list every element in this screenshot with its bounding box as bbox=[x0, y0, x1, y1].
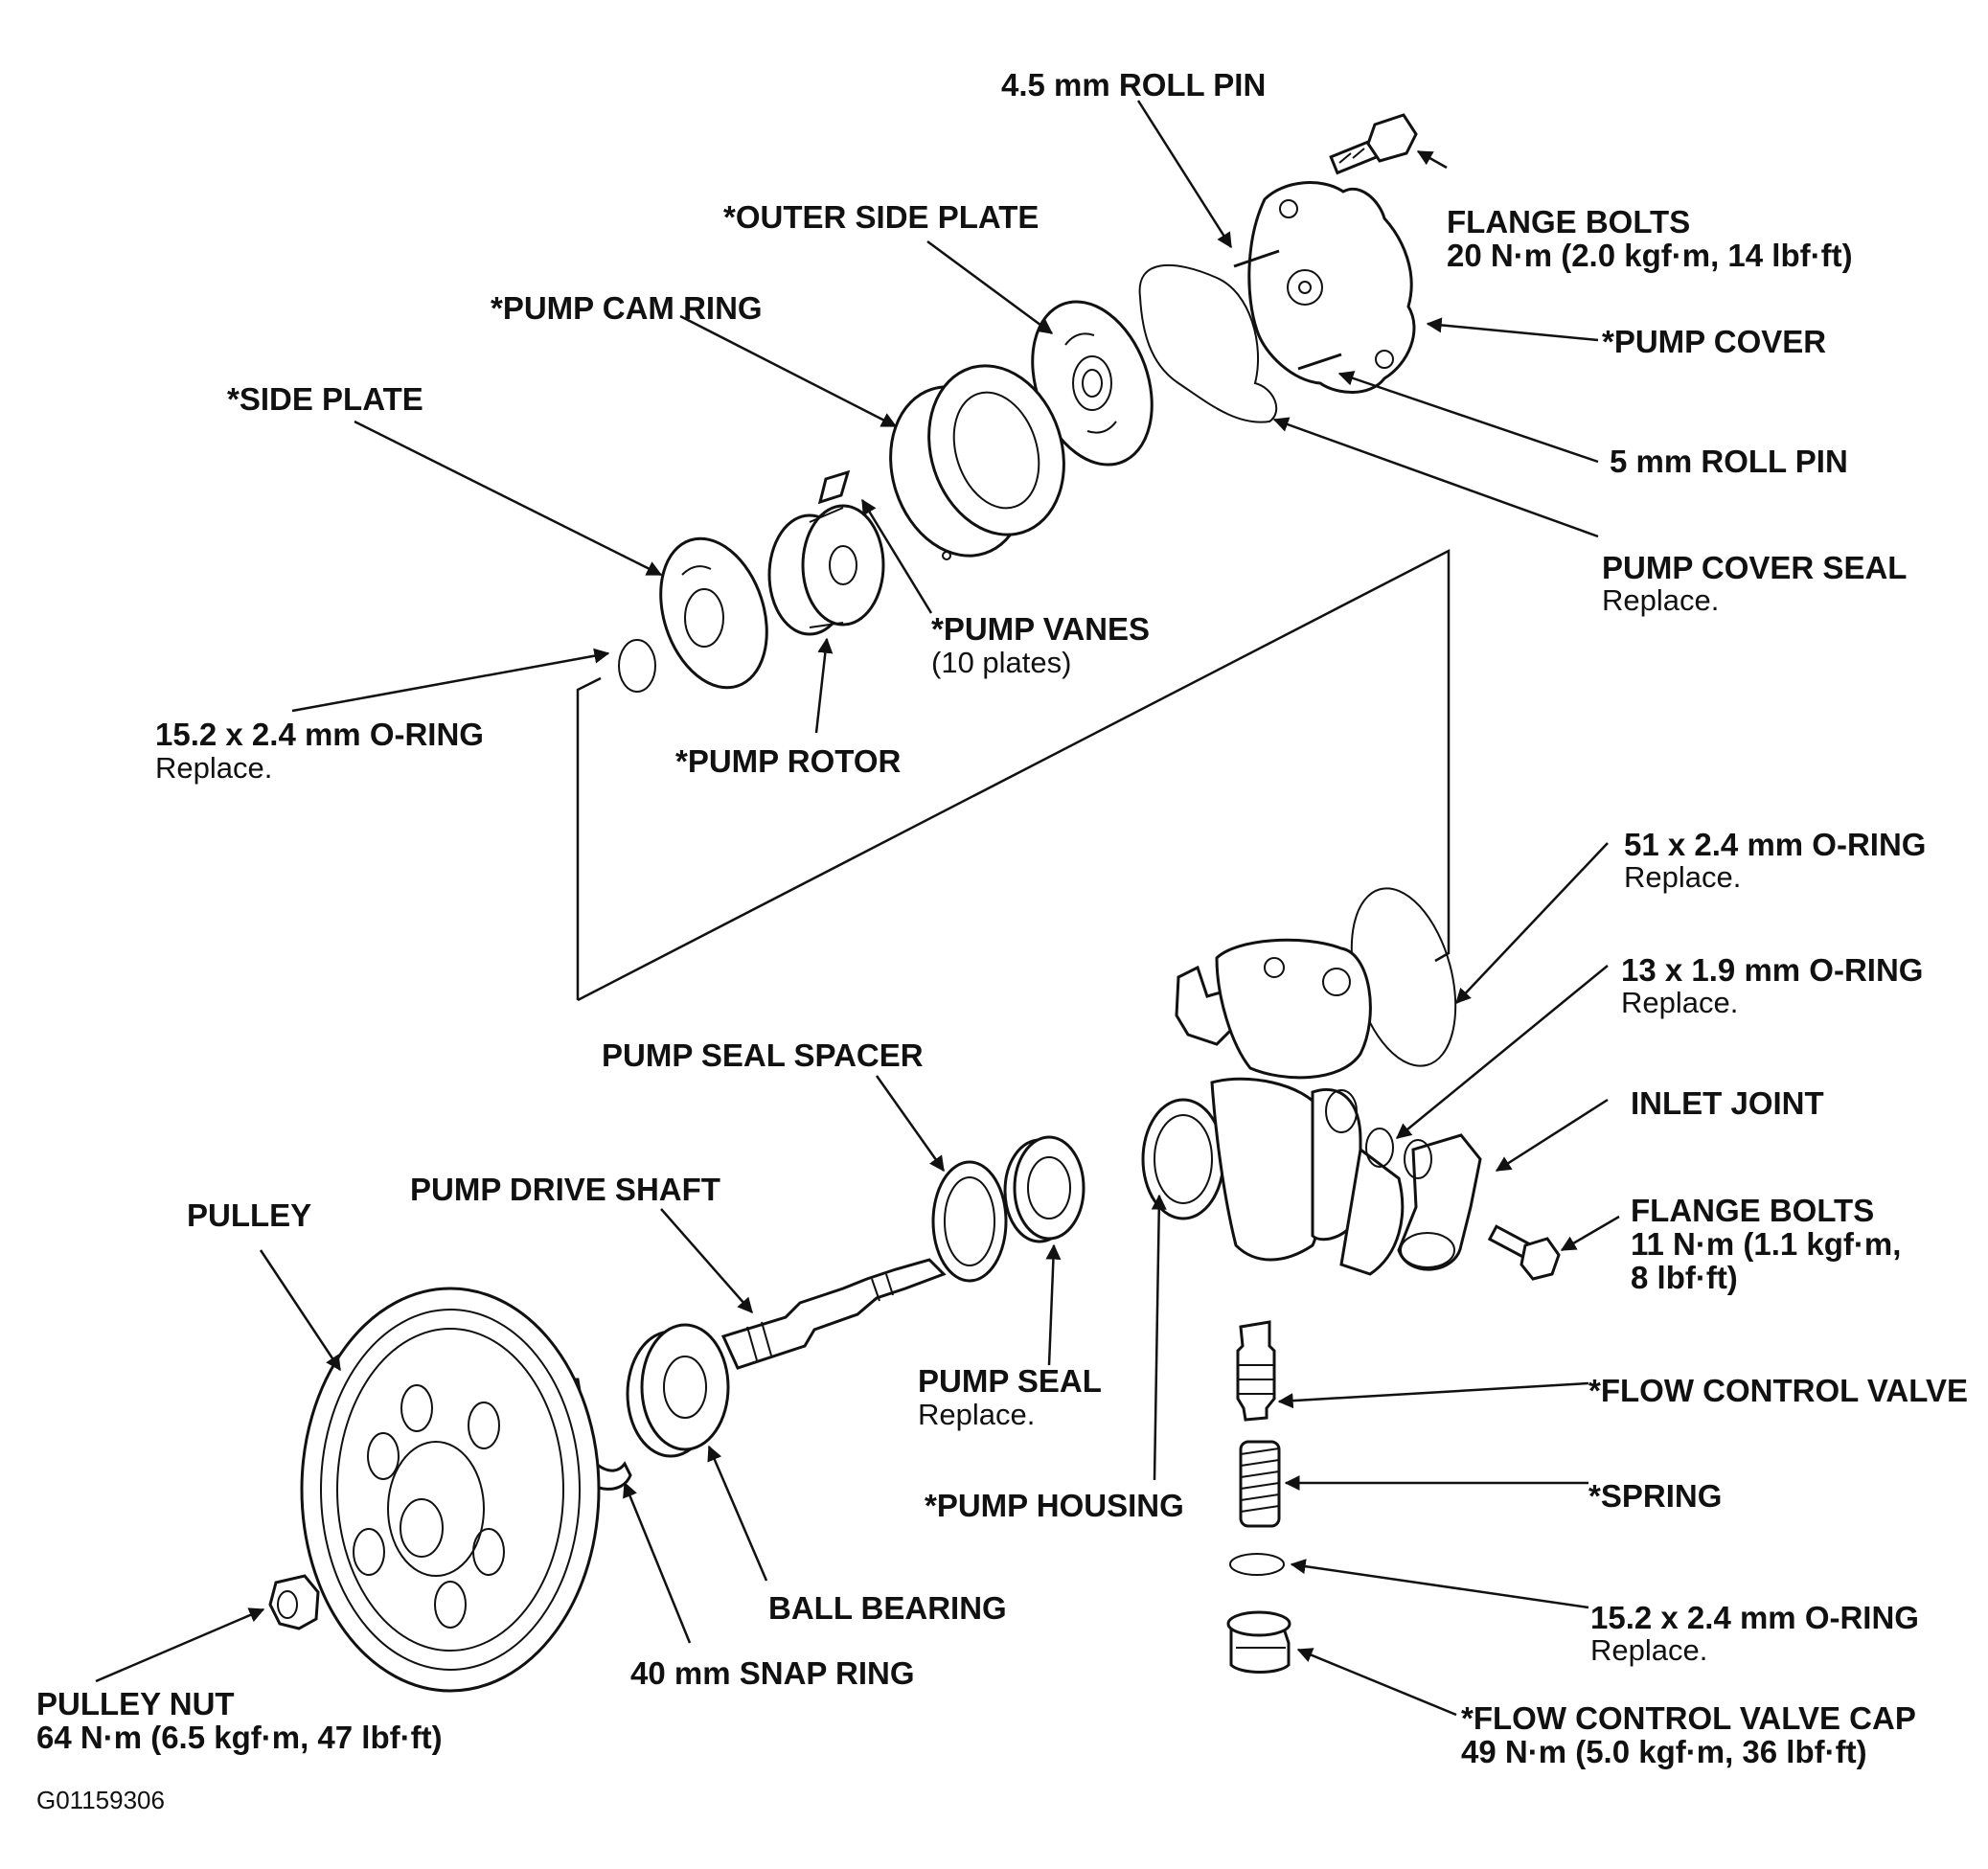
label-pump-rotor: *PUMP ROTOR bbox=[675, 743, 901, 779]
label-pump-seal: PUMP SEAL bbox=[918, 1363, 1102, 1399]
label-oring-51: 51 x 2.4 mm O-RING bbox=[1624, 827, 1926, 862]
label-pump-vanes: *PUMP VANES bbox=[931, 611, 1150, 647]
label-pump-seal-note: Replace. bbox=[918, 1398, 1035, 1431]
callout-labels: 4.5 mm ROLL PIN FLANGE BOLTS 20 N·m (2.0… bbox=[36, 67, 1968, 1814]
label-pump-cover-seal: PUMP COVER SEAL bbox=[1602, 550, 1907, 585]
label-oring-15-2-bottom-note: Replace. bbox=[1590, 1633, 1707, 1667]
side-plate bbox=[659, 536, 768, 690]
oring-152-bottom bbox=[1229, 1553, 1285, 1576]
label-pump-cam-ring: *PUMP CAM RING bbox=[491, 290, 763, 326]
label-pump-drive-shaft: PUMP DRIVE SHAFT bbox=[410, 1172, 720, 1207]
oring-13 bbox=[1365, 1128, 1394, 1168]
label-inlet-joint: INLET JOINT bbox=[1631, 1085, 1824, 1121]
pump-cover bbox=[1233, 181, 1416, 394]
label-flange-bolts-right-torque-1: 11 N·m (1.1 kgf·m, bbox=[1631, 1226, 1901, 1262]
label-pulley: PULLEY bbox=[187, 1197, 311, 1233]
figure-code: G01159306 bbox=[36, 1786, 165, 1814]
label-flange-bolts-right-torque-2: 8 lbf·ft) bbox=[1631, 1260, 1738, 1295]
label-flange-bolts-top: FLANGE BOLTS bbox=[1447, 204, 1690, 239]
leader-lines bbox=[95, 100, 1620, 1717]
label-oring-15-2-bottom: 15.2 x 2.4 mm O-RING bbox=[1590, 1600, 1919, 1635]
flange-bolt-right bbox=[1487, 1224, 1561, 1281]
label-flange-bolts-right: FLANGE BOLTS bbox=[1631, 1193, 1874, 1228]
pump-housing bbox=[1141, 938, 1405, 1276]
spring bbox=[1239, 1440, 1281, 1528]
pump-vanes bbox=[817, 469, 851, 505]
label-flange-bolts-top-torque: 20 N·m (2.0 kgf·m, 14 lbf·ft) bbox=[1447, 238, 1853, 273]
pump-seal bbox=[1003, 1135, 1085, 1243]
label-oring-13-note: Replace. bbox=[1621, 986, 1738, 1019]
label-snap-ring: 40 mm SNAP RING bbox=[630, 1655, 914, 1691]
flow-control-valve-cap bbox=[1226, 1610, 1291, 1674]
label-flow-control-valve: *FLOW CONTROL VALVE bbox=[1588, 1373, 1968, 1408]
label-oring-13: 13 x 1.9 mm O-RING bbox=[1621, 952, 1923, 988]
label-pump-cover-seal-note: Replace. bbox=[1602, 583, 1719, 617]
label-pump-vanes-note: (10 plates) bbox=[931, 646, 1071, 679]
label-pump-cover: *PUMP COVER bbox=[1602, 324, 1826, 359]
pulley bbox=[300, 1287, 601, 1693]
label-oring-15-2-top-note: Replace. bbox=[155, 751, 272, 785]
label-oring-51-note: Replace. bbox=[1624, 860, 1741, 894]
flange-bolt-top bbox=[1329, 113, 1418, 175]
ball-bearing bbox=[626, 1323, 730, 1458]
label-side-plate: *SIDE PLATE bbox=[227, 381, 423, 417]
pulley-nut bbox=[268, 1574, 320, 1630]
label-outer-side-plate: *OUTER SIDE PLATE bbox=[723, 199, 1039, 235]
label-pump-seal-spacer: PUMP SEAL SPACER bbox=[602, 1037, 924, 1073]
label-flow-control-valve-cap-torque: 49 N·m (5.0 kgf·m, 36 lbf·ft) bbox=[1461, 1734, 1867, 1769]
label-pump-housing: *PUMP HOUSING bbox=[925, 1488, 1184, 1523]
label-spring: *SPRING bbox=[1588, 1478, 1722, 1514]
alignment-guide-lines bbox=[576, 548, 1451, 1002]
label-roll-pin-4-5: 4.5 mm ROLL PIN bbox=[1001, 67, 1266, 103]
flow-control-valve bbox=[1236, 1320, 1276, 1422]
label-ball-bearing: BALL BEARING bbox=[768, 1590, 1007, 1626]
label-pulley-nut: PULLEY NUT bbox=[36, 1686, 235, 1721]
pump-rotor bbox=[767, 504, 885, 636]
pump-cover-seal bbox=[1138, 263, 1278, 423]
label-flow-control-valve-cap: *FLOW CONTROL VALVE CAP bbox=[1461, 1700, 1916, 1736]
oring-152-top bbox=[618, 639, 656, 693]
label-oring-15-2-top: 15.2 x 2.4 mm O-RING bbox=[155, 717, 484, 752]
pump-seal-spacer bbox=[931, 1160, 1008, 1283]
inlet-joint bbox=[1397, 1133, 1482, 1271]
pump-drive-shaft bbox=[720, 1258, 947, 1370]
pump-cam-ring bbox=[889, 364, 1065, 560]
label-pulley-nut-torque: 64 N·m (6.5 kgf·m, 47 lbf·ft) bbox=[36, 1720, 443, 1755]
label-roll-pin-5: 5 mm ROLL PIN bbox=[1610, 444, 1848, 479]
